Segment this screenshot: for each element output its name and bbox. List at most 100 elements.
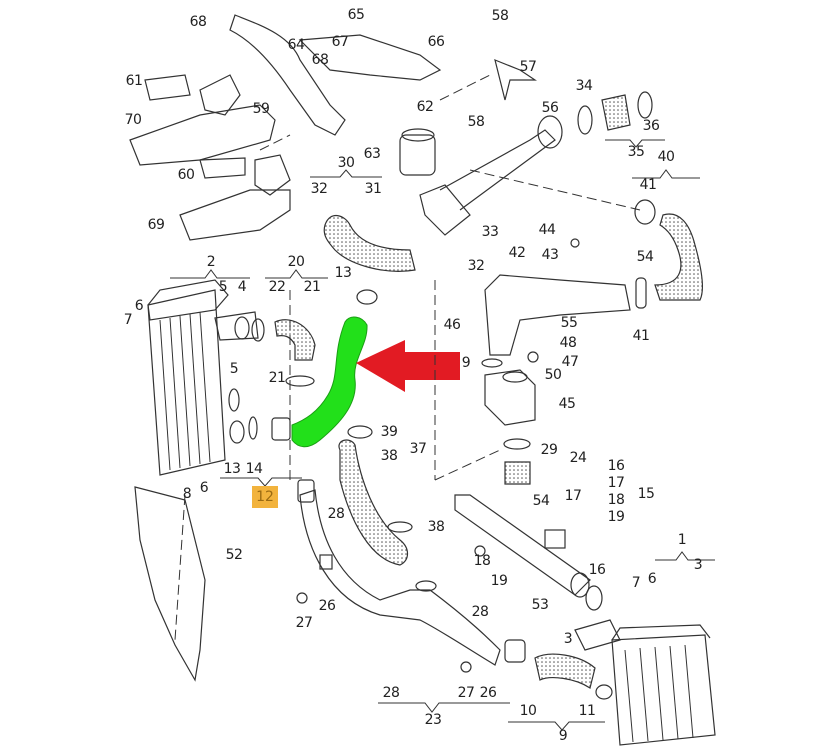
- callout-label-21: 21: [268, 370, 286, 386]
- callout-label-61: 61: [125, 73, 143, 89]
- callout-label-6: 6: [647, 571, 657, 587]
- callout-label-27: 27: [457, 685, 475, 701]
- callout-label-69: 69: [147, 217, 165, 233]
- pipe-end: [297, 479, 315, 503]
- callout-label-50: 50: [544, 367, 562, 383]
- pipe-flange: [537, 115, 563, 149]
- hose-32: [323, 215, 416, 272]
- hose-20: [274, 319, 316, 361]
- callout-label-54: 54: [636, 249, 654, 265]
- sleeve-24: [504, 461, 531, 485]
- callout-label-35: 35: [627, 144, 645, 160]
- callout-label-43: 43: [541, 247, 559, 263]
- callout-label-58: 58: [491, 8, 509, 24]
- callout-label-60: 60: [177, 167, 195, 183]
- clamp-36: [637, 91, 653, 119]
- highlighted-hose-12[interactable]: [291, 316, 368, 448]
- callout-label-28: 28: [382, 685, 400, 701]
- callout-label-6: 6: [134, 298, 144, 314]
- callout-label-41: 41: [639, 177, 657, 193]
- pipe-to-throttle: [439, 129, 556, 211]
- callout-label-42: 42: [508, 245, 526, 261]
- callout-label-5: 5: [218, 279, 228, 295]
- pipe-42: [484, 274, 631, 356]
- hose-38: [338, 439, 409, 566]
- pipe-tee: [415, 580, 437, 592]
- callout-label-63: 63: [363, 146, 381, 162]
- clamp-34: [577, 105, 593, 135]
- highlight-badge-12[interactable]: 12: [252, 486, 278, 508]
- pipe-15: [454, 494, 591, 596]
- callout-label-54: 54: [532, 493, 550, 509]
- bracket-57: [494, 59, 537, 101]
- callout-label-2: 2: [206, 254, 216, 270]
- callout-label-68: 68: [189, 14, 207, 30]
- callout-label-16: 16: [588, 562, 606, 578]
- throttle-body: [399, 128, 436, 176]
- callout-label-53: 53: [531, 597, 549, 613]
- callout-label-52: 52: [225, 547, 243, 563]
- callout-label-66: 66: [427, 34, 445, 50]
- callout-label-67: 67: [331, 34, 349, 50]
- callout-label-9: 9: [461, 355, 471, 371]
- callout-label-9: 9: [558, 728, 568, 744]
- callout-label-13: 13: [223, 461, 241, 477]
- callout-label-38: 38: [427, 519, 445, 535]
- callout-label-31: 31: [364, 181, 382, 197]
- callout-label-11: 11: [578, 703, 596, 719]
- plug-27: [296, 592, 308, 604]
- valve-45: [484, 369, 536, 426]
- callout-label-18: 18: [607, 492, 625, 508]
- callout-label-65: 65: [347, 7, 365, 23]
- callout-label-22: 22: [268, 279, 286, 295]
- callout-label-15: 15: [637, 486, 655, 502]
- seal-5: [228, 388, 240, 412]
- callout-label-23: 23: [424, 712, 442, 728]
- callout-label-19: 19: [490, 573, 508, 589]
- hose-9: [534, 653, 596, 689]
- clamp-21: [285, 375, 315, 387]
- callout-label-18: 18: [473, 553, 491, 569]
- pipe-15-end: [570, 572, 590, 598]
- callout-label-70: 70: [124, 112, 142, 128]
- callout-label-58: 58: [467, 114, 485, 130]
- callout-label-34: 34: [575, 78, 593, 94]
- clamp-41-upper: [634, 199, 656, 225]
- intercooler-right-pipe: [574, 619, 621, 651]
- callout-label-24: 24: [569, 450, 587, 466]
- callout-label-30: 30: [337, 155, 355, 171]
- callout-label-14: 14: [245, 461, 263, 477]
- callout-label-8: 8: [182, 486, 192, 502]
- seal-4: [234, 316, 250, 340]
- callout-label-48: 48: [559, 335, 577, 351]
- callout-label-59: 59: [252, 101, 270, 117]
- seal-22: [251, 318, 265, 342]
- callout-label-28: 28: [471, 604, 489, 620]
- callout-label-3: 3: [693, 557, 703, 573]
- callout-label-5: 5: [229, 361, 239, 377]
- intake-manifold-lower: [179, 154, 291, 241]
- pipe-23: [299, 489, 501, 666]
- callout-label-7: 7: [631, 575, 641, 591]
- callout-label-39: 39: [380, 424, 398, 440]
- callout-label-7: 7: [123, 312, 133, 328]
- callout-label-26: 26: [479, 685, 497, 701]
- pipe-33: [419, 184, 471, 236]
- clamp-39: [347, 425, 373, 439]
- callout-label-32: 32: [310, 181, 328, 197]
- sensor-43: [570, 238, 580, 248]
- callout-label-4: 4: [237, 279, 247, 295]
- callout-label-46: 46: [443, 317, 461, 333]
- seal-50: [502, 371, 528, 383]
- callout-label-26: 26: [318, 598, 336, 614]
- callout-label-32: 32: [467, 258, 485, 274]
- callout-label-17: 17: [607, 475, 625, 491]
- callout-label-38: 38: [380, 448, 398, 464]
- nut-18: [474, 545, 486, 557]
- clamp-13: [356, 289, 378, 305]
- air-guide-52: [134, 486, 206, 682]
- seal-14: [248, 416, 258, 440]
- callout-label-62: 62: [416, 99, 434, 115]
